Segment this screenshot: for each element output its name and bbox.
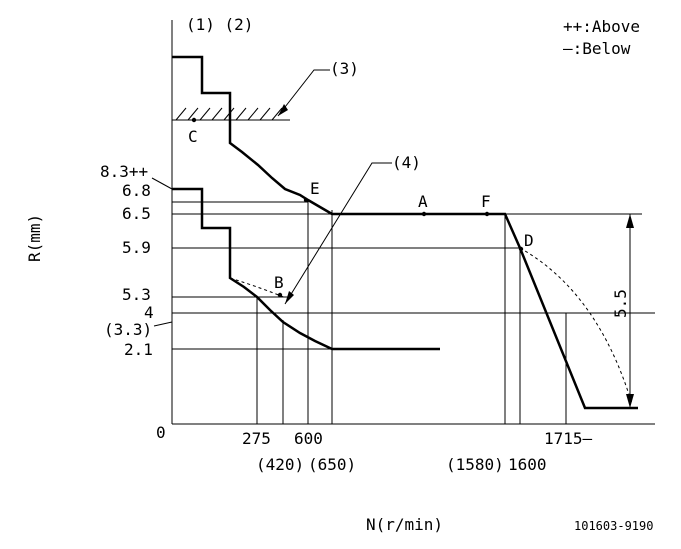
y-tick-5-9: 5.9 [122,238,151,257]
ref4-arrowhead [285,291,294,304]
dim-arrow-top [626,214,634,228]
point-d-label: D [524,231,534,250]
dimension-label: 5.5 [611,289,630,318]
y-tick-8-3: 8.3++ [100,162,148,181]
x-tick-1600: 1600 [508,455,547,474]
main-curve [332,212,638,410]
ref3-arrowhead [278,104,288,116]
upper-curve [172,55,333,216]
ref4-leader [284,162,392,305]
y-tick-6-5: 6.5 [122,204,151,223]
point-e-label: E [310,179,320,198]
stop-hatch [175,107,283,121]
y-axis-label: R(mm) [25,214,44,262]
point-a-label: A [418,192,428,211]
point-markers [191,117,524,298]
ref3-leader [277,69,330,117]
origin-label: 0 [156,423,166,442]
ref3-label: (3) [330,59,359,78]
legend-above: ++:Above [563,17,640,36]
point-c-label: C [188,127,198,146]
x-tick-1715: 1715— [544,429,593,448]
x-tick-275: 275 [242,429,271,448]
x-tick-1580: (1580) [446,455,504,474]
refs-1-2-label: (1) (2) [186,15,253,34]
point-b-label: B [274,273,284,292]
x-tick-600: 600 [294,429,323,448]
x-tick-420: (420) [256,455,304,474]
leader-3-3 [153,321,173,327]
ref4-label: (4) [392,153,421,172]
y-tick-6-8: 6.8 [122,181,151,200]
leader-8-3 [151,177,173,190]
x-axis-label: N(r/min) [366,515,443,534]
dashed-high-idle [519,247,633,405]
y-tick-5-3: 5.3 [122,285,151,304]
y-tick-2-1: 2.1 [124,340,153,359]
y-tick-3-3: (3.3) [104,320,152,339]
dim-arrow-bottom [626,394,634,408]
lower-curve [172,187,440,351]
x-tick-650: (650) [308,455,356,474]
x-reference-lines [256,200,567,424]
y-tick-4: 4 [144,303,154,322]
point-f-label: F [481,192,491,211]
dashed-low-idle [229,277,287,299]
drawing-code: 101603-9190 [574,519,653,533]
legend-below: —:Below [563,39,631,58]
y-reference-lines [172,201,655,350]
